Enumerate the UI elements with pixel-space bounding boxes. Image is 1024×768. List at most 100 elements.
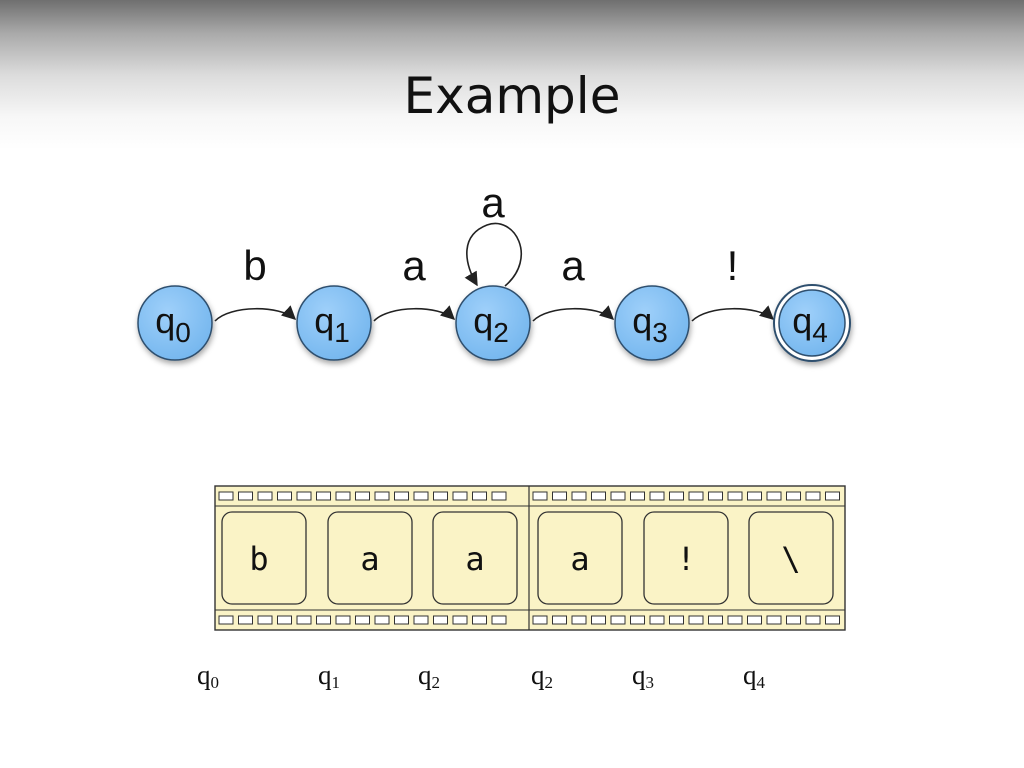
- transition-arrow: [214, 305, 297, 322]
- sprocket-hole: [355, 491, 370, 501]
- sprocket-hole: [669, 615, 684, 625]
- sprocket-hole: [277, 491, 292, 501]
- state-circle: [778, 289, 846, 357]
- sprocket-hole: [805, 615, 821, 625]
- sprocket-hole: [669, 491, 684, 501]
- tape-cell: \: [748, 511, 834, 605]
- sprocket-hole: [747, 491, 762, 501]
- sprocket-hole: [708, 615, 723, 625]
- sprocket-hole: [727, 615, 743, 625]
- transition-2: a: [464, 179, 523, 287]
- sprocket-hole: [591, 615, 606, 625]
- sprocket-hole: [316, 615, 331, 625]
- transition-arrow: [691, 305, 775, 322]
- sprocket-hole: [630, 615, 645, 625]
- sprocket-hole: [218, 491, 234, 501]
- sprocket-hole: [238, 615, 253, 625]
- state-circle: [614, 285, 690, 361]
- sprocket-hole: [238, 491, 253, 501]
- tape-cell: a: [327, 511, 413, 605]
- transition-3: a: [532, 242, 615, 322]
- sprocket-hole: [552, 615, 567, 625]
- sprocket-hole: [532, 491, 548, 501]
- trace-state: q4: [743, 660, 765, 692]
- sprocket-hole: [708, 491, 723, 501]
- sprocket-hole: [277, 615, 292, 625]
- sprocket-hole: [433, 491, 448, 501]
- sprocket-hole: [374, 491, 390, 501]
- sprocket-hole: [747, 615, 762, 625]
- sprocket-hole: [727, 491, 743, 501]
- sprocket-hole: [825, 615, 840, 625]
- sprocket-hole: [472, 491, 487, 501]
- sprocket-hole: [296, 491, 312, 501]
- tape-symbol: a: [570, 540, 589, 578]
- transition-4: !: [691, 242, 775, 322]
- state-label: q2: [473, 300, 509, 348]
- sprocket-hole: [394, 615, 409, 625]
- tape-frame: [643, 511, 729, 605]
- transition-label: a: [402, 242, 426, 289]
- state-circle: [137, 285, 213, 361]
- tape-frame: [221, 511, 307, 605]
- state-label: q3: [632, 300, 668, 348]
- state-node-q4: q4: [773, 284, 851, 362]
- sprocket-hole: [630, 491, 645, 501]
- sprocket-hole: [355, 615, 370, 625]
- trace-state: q2: [418, 660, 440, 692]
- sprocket-hole: [316, 491, 331, 501]
- sprocket-hole: [610, 491, 626, 501]
- transition-0: b: [214, 242, 297, 322]
- sprocket-hole: [571, 491, 587, 501]
- tape-strip: [214, 485, 846, 631]
- sprocket-hole: [335, 491, 351, 501]
- sprocket-hole: [413, 491, 429, 501]
- page-title: Example: [403, 67, 621, 125]
- sprocket-hole: [394, 491, 409, 501]
- transition-1: a: [373, 242, 456, 322]
- sprocket-hole: [805, 491, 821, 501]
- transition-label: b: [243, 242, 266, 289]
- tape-frame: [432, 511, 518, 605]
- tape-symbol: !: [676, 540, 695, 578]
- tape-frame: [327, 511, 413, 605]
- sprocket-hole: [257, 491, 273, 501]
- sprocket-hole: [413, 615, 429, 625]
- sprocket-hole: [571, 615, 587, 625]
- sprocket-hole: [335, 615, 351, 625]
- sprocket-hole: [591, 491, 606, 501]
- sprocket-hole: [452, 491, 468, 501]
- tape-symbol: a: [465, 540, 484, 578]
- sprocket-hole: [491, 491, 507, 501]
- state-node-q1: q1: [296, 285, 372, 361]
- trace-state: q1: [318, 660, 340, 692]
- tape-cell: b: [221, 511, 307, 605]
- sprocket-hole: [532, 615, 548, 625]
- transition-label: !: [727, 242, 739, 289]
- tape-cell: a: [537, 511, 623, 605]
- tape-symbol: b: [249, 540, 268, 578]
- sprocket-hole: [786, 615, 801, 625]
- transition-label: a: [481, 179, 505, 226]
- sprocket-hole: [433, 615, 448, 625]
- state-label: q0: [155, 300, 191, 348]
- state-circle: [296, 285, 372, 361]
- sprocket-hole: [610, 615, 626, 625]
- sprocket-hole: [218, 615, 234, 625]
- state-node-q2: q2: [455, 285, 531, 361]
- sprocket-hole: [296, 615, 312, 625]
- sprocket-hole: [374, 615, 390, 625]
- tape-cell: !: [643, 511, 729, 605]
- sprocket-hole: [649, 615, 665, 625]
- state-node-q3: q3: [614, 285, 690, 361]
- sprocket-hole: [257, 615, 273, 625]
- tape-symbol: \: [781, 540, 800, 578]
- trace-state: q2: [531, 660, 553, 692]
- tape-frame: [748, 511, 834, 605]
- transition-arrow: [464, 222, 523, 287]
- state-circle: [455, 285, 531, 361]
- sprocket-hole: [766, 491, 782, 501]
- tape-symbol: a: [360, 540, 379, 578]
- sprocket-hole: [472, 615, 487, 625]
